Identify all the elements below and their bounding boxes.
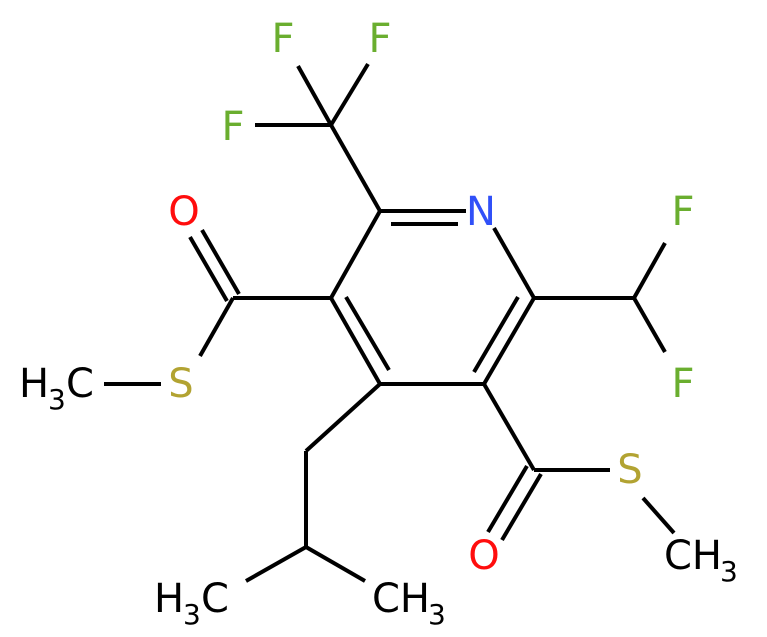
bond-cf3-f1	[296, 65, 333, 126]
methyl-left-h: H	[19, 361, 49, 407]
methyl-bottom-left-subscript: 3	[183, 598, 201, 631]
bond-carbonyl-o-b	[188, 235, 229, 303]
atom-f-chf2-2: F	[671, 361, 694, 407]
bond-carbonyl-s-left	[198, 297, 235, 357]
methyl-bottom-left-label: H 3 C	[154, 576, 229, 631]
bond-c6-c5	[482, 296, 536, 386]
bond-carbonyl-o-bottom-b	[500, 472, 543, 542]
bond-carbonyl-o-a	[200, 228, 241, 296]
bond-c4-ch2	[304, 382, 382, 453]
methyl-right-subscript: 3	[720, 555, 738, 588]
atom-s-left: S	[168, 361, 193, 407]
atom-f-cf3-3: F	[221, 104, 244, 150]
methyl-right-label: CH 3	[664, 533, 738, 588]
methyl-bottom-left-h: H	[154, 576, 184, 622]
methyl-right-ch: CH	[664, 533, 722, 579]
bond-ch-ch3-left	[245, 545, 307, 583]
atom-o-top: O	[168, 189, 199, 235]
bond-c4-c3-inner	[344, 295, 391, 372]
bond-c5-carbonyl	[482, 382, 536, 472]
methyl-left-subscript: 3	[48, 383, 66, 416]
bond-n1-c6	[492, 227, 536, 299]
atom-o-bottom: O	[468, 533, 499, 579]
bond-chf2-f2	[632, 297, 667, 353]
atom-labels: N F F F F F O O S S H 3 C CH 3 H 3 C CH …	[19, 16, 738, 631]
methyl-left-c: C	[66, 361, 94, 407]
methyl-bottom-right-subscript: 3	[428, 598, 446, 631]
atom-f-chf2-1: F	[671, 189, 694, 235]
atom-f-cf3-1: F	[271, 16, 294, 62]
bond-c6-c5-inner	[472, 295, 520, 374]
bond-ch-ch3-right	[305, 545, 366, 583]
methyl-bottom-left-c: C	[201, 576, 229, 622]
methyl-left-label: H 3 C	[19, 361, 94, 416]
bond-s-right-methyl	[641, 496, 676, 535]
atom-n-ring: N	[466, 189, 496, 235]
bond-c2-cf3	[329, 124, 382, 212]
bond-chf2-f1	[632, 242, 667, 299]
bonds	[104, 62, 676, 583]
atom-s-right: S	[617, 447, 642, 493]
bond-c4-c3	[329, 297, 382, 385]
bond-c3-c2	[329, 210, 382, 299]
atom-f-cf3-2: F	[368, 16, 391, 62]
bond-cf3-f2	[329, 62, 370, 127]
bond-carbonyl-o-bottom-a	[486, 464, 529, 534]
methyl-bottom-right-ch: CH	[372, 576, 430, 622]
methyl-bottom-right-label: CH 3	[372, 576, 446, 631]
